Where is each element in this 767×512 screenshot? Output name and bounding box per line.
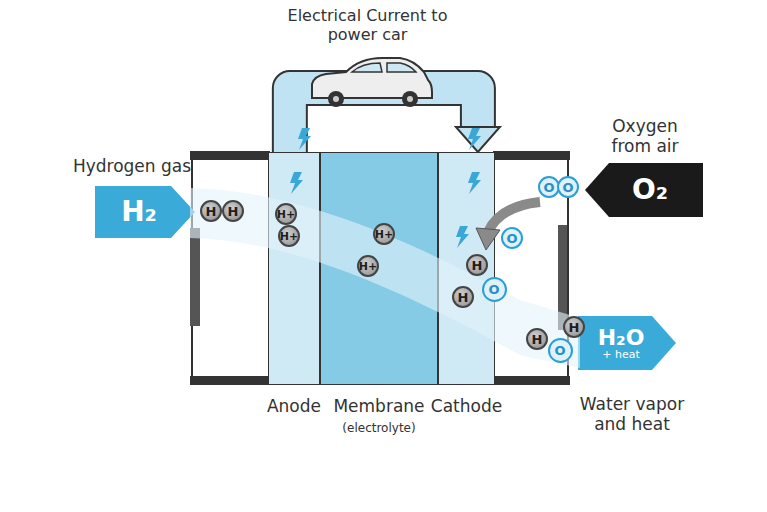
oxygen-atom: O: [557, 176, 579, 198]
lightning-bolt: [468, 128, 481, 150]
hydrogen-ion: H+: [373, 223, 395, 245]
hydrogen-atom: H: [563, 316, 585, 338]
car-wheel: [402, 91, 418, 107]
oxygen-atom: O: [482, 277, 507, 302]
oxygen-label: Oxygen from air: [603, 116, 687, 157]
car-window: [352, 63, 382, 72]
car-illustration: [312, 58, 432, 107]
lightning-bolt: [298, 128, 311, 150]
arrow-body: [585, 163, 703, 217]
hydrogen-inlet-arrow: H₂: [95, 186, 195, 238]
arrow-body: [578, 316, 676, 370]
water-outlet-arrow: H₂O+ heat: [578, 316, 676, 370]
flow-sublabel: + heat: [602, 349, 640, 361]
hydrogen-atom: H: [222, 200, 244, 222]
car-hub: [407, 96, 413, 102]
end-plate: [558, 225, 567, 330]
housing-plate: [493, 151, 570, 160]
car-hub: [333, 96, 339, 102]
oxygen-atom: O: [501, 227, 523, 249]
current-path-fill: [290, 88, 478, 152]
housing-plate: [190, 376, 270, 385]
oxygen-inlet-arrow: O₂: [585, 163, 703, 217]
current-path-outline: [290, 88, 478, 152]
hydrogen-atom: H: [452, 286, 474, 308]
flow-label: H₂: [121, 197, 157, 226]
arrow-body: [95, 186, 195, 238]
car-window: [387, 63, 416, 72]
current-label: Electrical Current to power car: [285, 6, 450, 44]
layer-label: Anode: [267, 398, 321, 416]
current-arrowhead: [456, 127, 500, 152]
car-wheel: [328, 91, 344, 107]
car-body: [312, 58, 432, 98]
current-path: [290, 88, 500, 152]
hydrogen-atom: H: [466, 254, 488, 276]
layer-sublabel: (electrolyte): [342, 422, 415, 435]
end-plate: [190, 228, 200, 326]
hydrogen-ion: H+: [278, 225, 300, 247]
anode-layer: Anode: [268, 152, 320, 385]
hydrogen-ion: H+: [357, 255, 379, 277]
layer-label: Membrane: [333, 398, 424, 416]
flow-label: O₂: [632, 175, 668, 204]
hydrogen-atom: H: [200, 200, 222, 222]
housing-plate: [493, 376, 570, 385]
hydrogen-label: Hydrogen gas: [62, 156, 202, 176]
hydrogen-ion: H+: [275, 203, 297, 225]
layer-label: Cathode: [431, 398, 502, 416]
flow-label: H₂O: [598, 326, 645, 349]
output-label: Water vapor and heat: [578, 394, 686, 435]
membrane-layer: Membrane(electrolyte): [320, 152, 438, 385]
housing-plate: [190, 151, 270, 160]
hydrogen-atom: H: [526, 328, 548, 350]
oxygen-atom: O: [548, 338, 573, 363]
